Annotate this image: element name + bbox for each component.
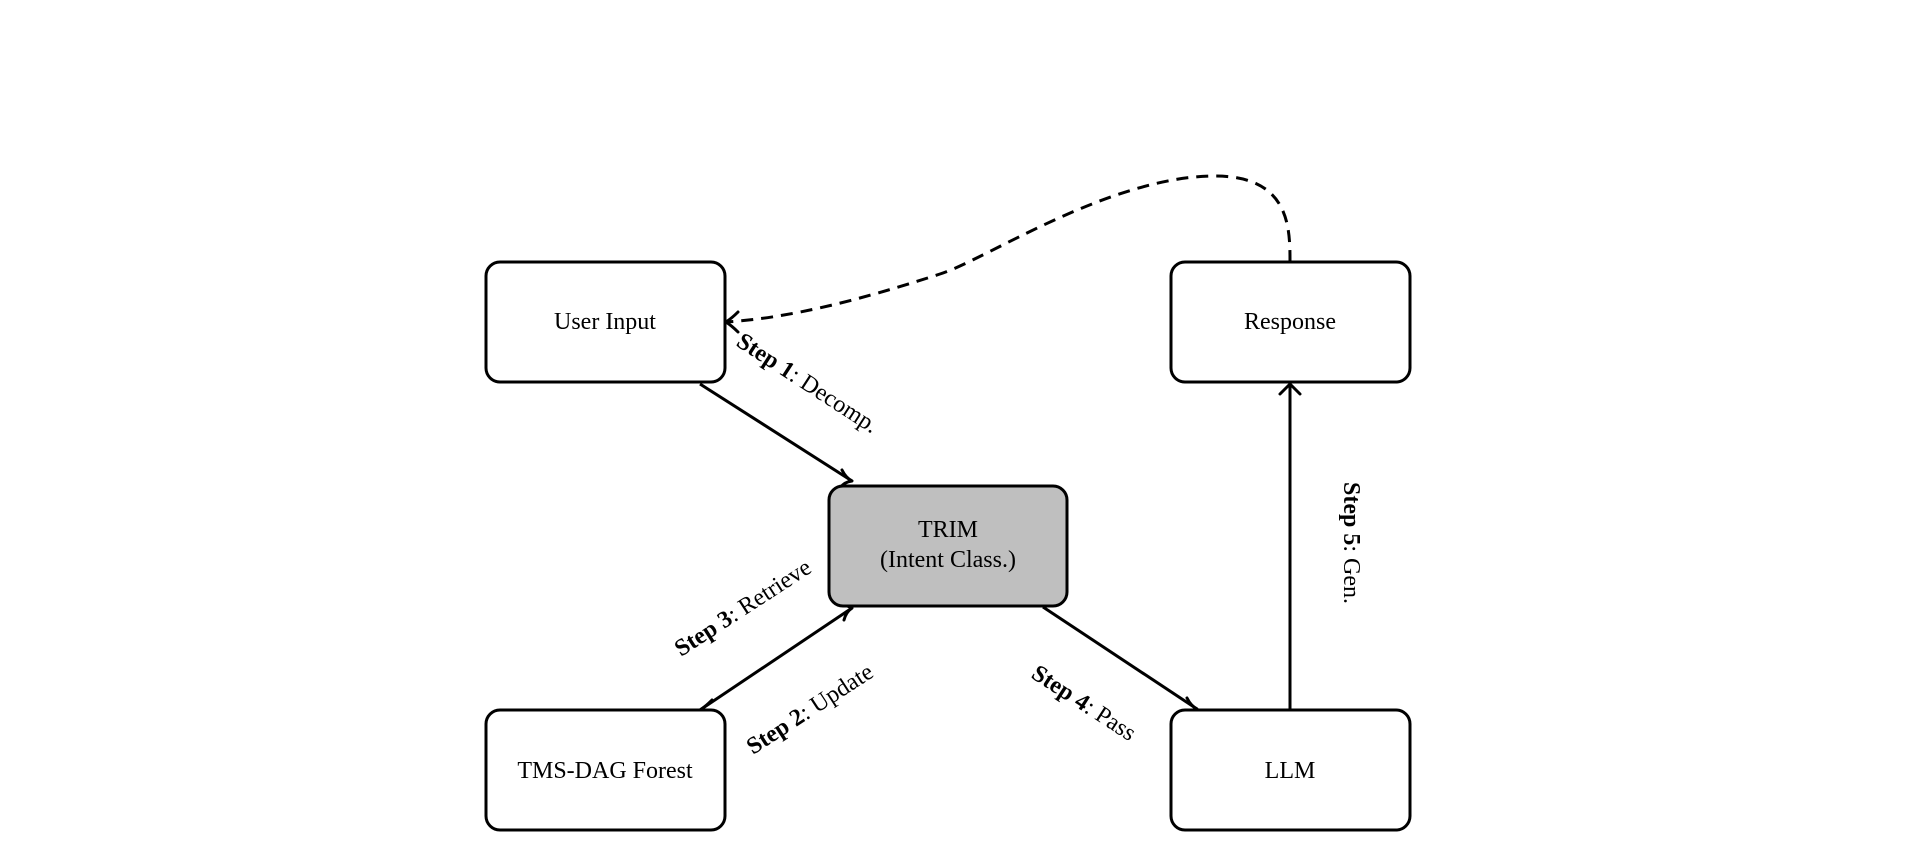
edge-label-step2-text: : Update xyxy=(795,659,878,725)
edge-label-step5-text: : Gen. xyxy=(1338,545,1364,604)
edge-label-step5-step: Step 5 xyxy=(1338,482,1364,545)
edge-label-step3-step: Step 3 xyxy=(670,606,737,662)
edge-label-step5: Step 5: Gen. xyxy=(1338,482,1364,604)
node-tms-dag-forest: TMS-DAG Forest xyxy=(484,708,727,832)
node-response-box xyxy=(1169,260,1412,384)
node-response-label: Response xyxy=(1244,309,1336,335)
node-user-input-box xyxy=(484,260,727,384)
node-user-input-label: User Input xyxy=(554,309,656,335)
node-trim-label-line1: TRIM xyxy=(918,517,978,543)
node-trim: TRIM (Intent Class.) xyxy=(827,484,1069,608)
node-llm-box xyxy=(1169,708,1412,832)
node-tms-dag-forest-box xyxy=(484,708,727,832)
edge-label-step1: Step 1: Decomp. xyxy=(732,328,883,439)
edge-label-step2: Step 2: Update xyxy=(742,659,878,760)
node-trim-label-line2: (Intent Class.) xyxy=(880,547,1016,573)
edge-label-step1-step: Step 1 xyxy=(732,328,799,384)
edge-label-step4-text: : Pass xyxy=(1080,695,1141,747)
edge-llm-to-response xyxy=(1278,382,1302,710)
node-llm-label: LLM xyxy=(1265,758,1316,784)
node-trim-box xyxy=(827,484,1069,608)
edge-label-step4-step: Step 4 xyxy=(1027,660,1094,716)
edge-label-step2-step: Step 2 xyxy=(742,704,809,760)
node-tms-dag-forest-label: TMS-DAG Forest xyxy=(517,758,693,784)
edge-label-step1-text: : Decomp. xyxy=(785,363,883,439)
node-user-input: User Input xyxy=(484,260,727,384)
edge-label-step3-text: : Retrieve xyxy=(723,555,816,628)
node-response: Response xyxy=(1169,260,1412,384)
arrowhead-response-from-llm xyxy=(1278,382,1302,396)
edge-label-step4: Step 4: Pass xyxy=(1027,660,1141,746)
node-llm: LLM xyxy=(1169,708,1412,832)
